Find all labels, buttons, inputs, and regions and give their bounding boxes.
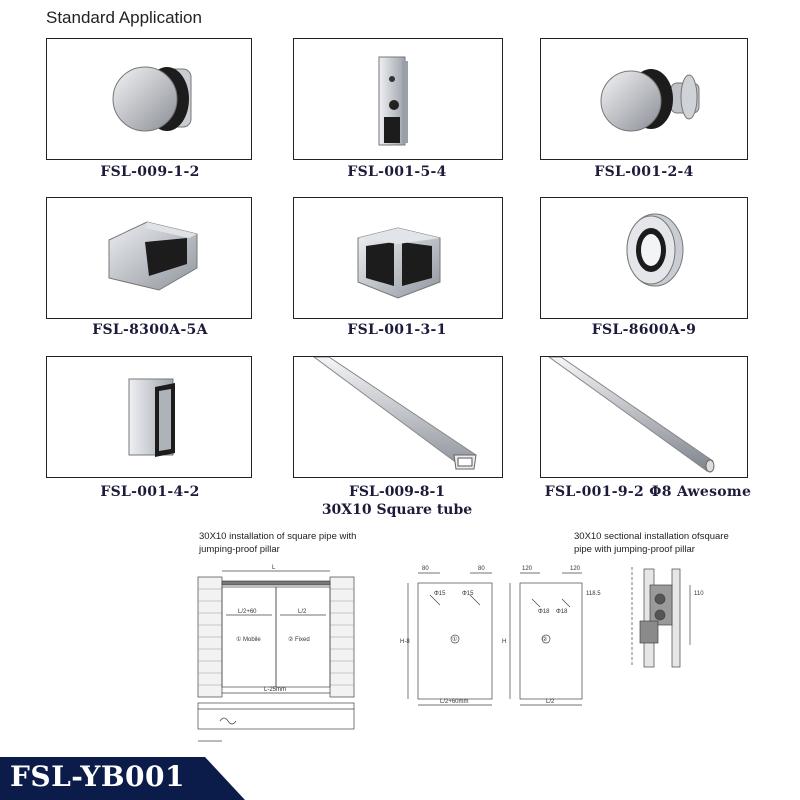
product-code-8: FSL-009-8-1 30X10 Square tube [247,484,547,518]
product-card-6 [540,197,748,319]
dim-110: 110 [694,591,704,597]
dim-phi18-left: Φ18 [538,609,550,615]
product-code-9: FSL-001-9-2 Φ8 Awesome [544,484,752,500]
install-note-right-line2: pipe with jumping-proof pillar [574,544,695,555]
sliding-connector-icon [378,56,408,146]
banner-background [0,757,245,800]
install-note-right-line1: 30X10 sectional installation ofsquare [574,531,729,542]
product-card-4 [46,197,252,319]
dim-120-right: 120 [570,566,581,572]
product-card-9 [540,356,748,478]
round-rod-icon [548,357,715,473]
page-heading: Standard Application [46,8,202,27]
knob-roller-icon [600,69,700,132]
dim-l-25: L-25mm [264,687,286,693]
wall-diagram [197,570,355,742]
product-card-2 [293,38,503,160]
panel-1-number: ① [452,636,457,643]
panel-1-diagram [407,572,493,706]
install-note-left-line2: jumping-proof pillar [199,544,280,555]
product-code-8-line2: 30X10 Square tube [321,502,473,518]
product-code-3: FSL-001-2-4 [594,164,694,180]
dim-bottom-1: L/2+60mm [440,699,469,705]
dim-118: 118.5 [586,591,601,597]
dim-120-left: 120 [522,566,533,572]
square-sleeve-icon [128,378,175,457]
dim-phi15-right: Φ15 [462,591,474,597]
install-note-left-line1: 30X10 installation of square pipe with [199,531,357,542]
product-code-8-line1: FSL-009-8-1 [348,484,446,500]
glass-clamp-icon [112,66,192,132]
dim-h: H [502,639,506,645]
glass-holder-icon [108,221,198,291]
panel-2-diagram [509,572,583,706]
dim-l2-60: L/2+60 [238,609,257,615]
install-note-left: 30X10 installation of square pipe with j… [199,530,356,556]
label-fixed: ② Fixed [288,636,310,643]
section-diagram [631,567,691,668]
product-card-8 [293,356,503,478]
product-card-1 [46,38,252,160]
label-mobile: ① Mobile [236,636,261,643]
product-code-4: FSL-8300A-5A [92,322,208,338]
product-code-5: FSL-001-3-1 [347,322,447,338]
corner-connector-icon [357,227,441,299]
dim-phi15-left: Φ15 [434,591,446,597]
ring-stopper-icon [626,213,684,287]
product-code-7: FSL-001-4-2 [100,484,200,500]
dim-l: L [272,565,276,571]
dim-l2: L/2 [298,609,307,615]
dim-80-right: 80 [478,566,485,572]
square-tube-icon [313,357,477,470]
product-card-5 [293,197,503,319]
dim-h-8: H-8 [400,639,410,645]
product-code-2: FSL-001-5-4 [347,164,447,180]
product-code-6: FSL-8600A-9 [591,322,697,338]
panel-2-number: ② [542,636,547,643]
product-card-7 [46,356,252,478]
dim-80-left: 80 [422,566,429,572]
product-card-3 [540,38,748,160]
banner-title: FSL-YB001 [10,760,185,793]
install-note-right: 30X10 sectional installation ofsquare pi… [574,530,729,556]
installation-drawing: L L/2+60 L/2 ① Mobile ② Fixed L-25mm 80 … [197,565,704,742]
product-code-1: FSL-009-1-2 [100,164,200,180]
dim-phi18-right: Φ18 [556,609,568,615]
dim-bottom-2: L/2 [546,699,555,705]
